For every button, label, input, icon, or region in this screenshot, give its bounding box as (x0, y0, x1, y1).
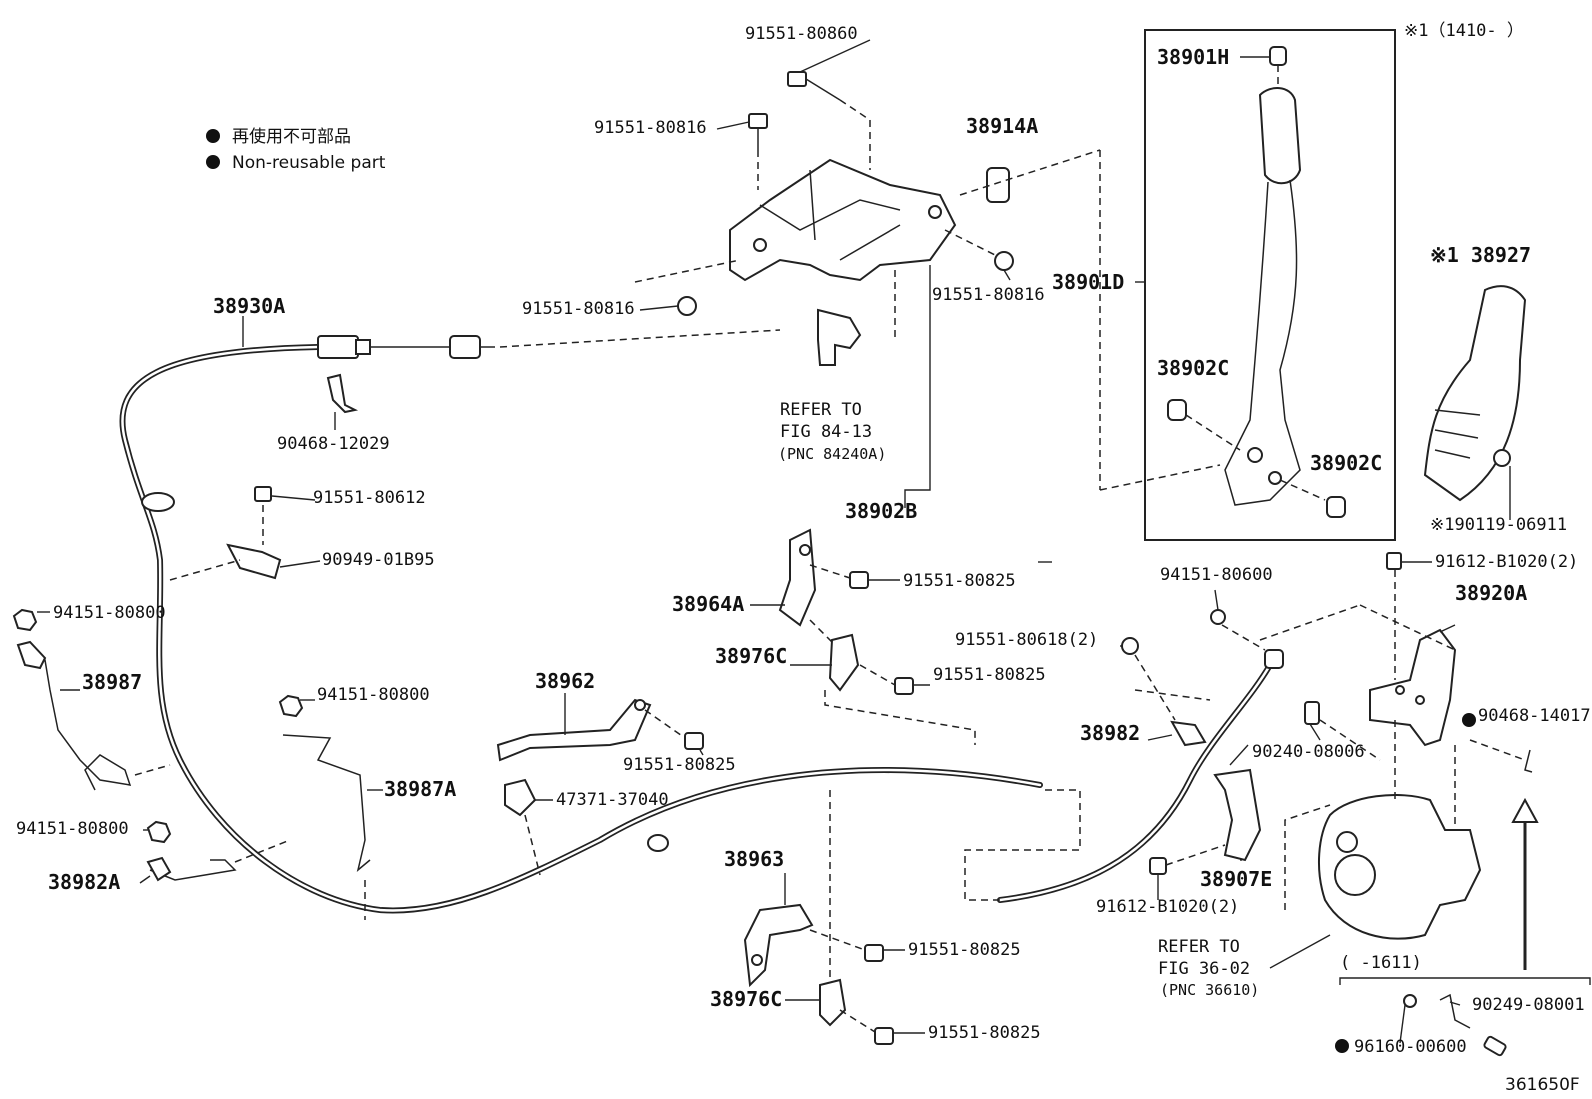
label-96160-00600: 96160-00600 (1354, 1037, 1467, 1057)
label-38920A: 38920A (1455, 581, 1527, 605)
label-91551-80860: 91551-80860 (745, 24, 858, 44)
label-38987A: 38987A (384, 777, 456, 801)
label-91551-80825-b: 91551-80825 (933, 665, 1046, 685)
label-90240-08006: 90240-08006 (1252, 742, 1365, 762)
ref-fig-84-line3: (PNC 84240A) (778, 445, 886, 463)
label-94151-80600: 94151-80600 (1160, 565, 1273, 585)
label-91551-80816-right: 91551-80816 (932, 285, 1045, 305)
label-91551-80816-left: 91551-80816 (522, 299, 635, 319)
legend-english: Non-reusable part (232, 153, 386, 173)
label-38901D: 38901D (1052, 270, 1124, 294)
label-90949-01B95: 90949-01B95 (322, 550, 435, 570)
label-38976C-b: 38976C (710, 987, 782, 1011)
label-38982A: 38982A (48, 870, 120, 894)
non-reusable-marker-icon (1335, 1039, 1349, 1053)
non-reusable-marker-icon (1462, 713, 1476, 727)
applicability-note: ※1（1410- ） (1404, 21, 1524, 41)
label-91612-B1020-bottom: 91612-B1020(2) (1096, 897, 1239, 917)
label-38907E: 38907E (1200, 867, 1272, 891)
legend: 再使用不可部品 Non-reusable part (206, 126, 386, 173)
upper-bracket-assembly (499, 71, 1221, 508)
label-38927: ※1 38927 (1430, 243, 1531, 267)
part-labels: 91551-80860 91551-80816 38914A 38901H 91… (16, 24, 1591, 1057)
label-91612-B1020-top: 91612-B1020(2) (1435, 552, 1578, 572)
ref-fig-84-line1: REFER TO (780, 400, 862, 420)
reference-notes: REFER TO FIG 84-13 (PNC 84240A) REFER TO… (778, 400, 1259, 999)
label-90249-08001: 90249-08001 (1472, 995, 1585, 1015)
label-90468-14017: 90468-14017 (1478, 706, 1591, 726)
legend-japanese: 再使用不可部品 (232, 126, 351, 147)
label-38962: 38962 (535, 669, 595, 693)
label-38914A: 38914A (966, 114, 1038, 138)
label-91551-80825-e: 91551-80825 (928, 1023, 1041, 1043)
label-94151-80800-c: 94151-80800 (16, 819, 129, 839)
label-38902B: 38902B (845, 499, 917, 523)
lever-assembly-box (1135, 29, 1396, 541)
label-38964A: 38964A (672, 592, 744, 616)
label-91551-80612: 91551-80612 (313, 488, 426, 508)
label-38982: 38982 (1080, 721, 1140, 745)
label-91551-80825-a: 91551-80825 (903, 571, 1016, 591)
leader-lines (37, 39, 1461, 1044)
label-190119-06911: ※190119-06911 (1430, 515, 1567, 535)
figure-code: 361650F (1505, 1075, 1580, 1095)
label-91551-80825-d: 91551-80825 (908, 940, 1021, 960)
ref-fig-36-line2: FIG 36-02 (1158, 959, 1250, 979)
label-38987: 38987 (82, 670, 142, 694)
left-rods (12, 486, 371, 920)
label-38902C-b: 38902C (1310, 451, 1382, 475)
label-38902C-a: 38902C (1157, 356, 1229, 380)
label-38976C-a: 38976C (715, 644, 787, 668)
non-reusable-marker-icon (206, 129, 220, 143)
main-cable-38930A (119, 335, 1043, 914)
label-minus-1611: ( -1611) (1340, 953, 1422, 973)
ref-fig-84-line2: FIG 84-13 (780, 422, 872, 442)
label-47371-37040: 47371-37040 (556, 790, 669, 810)
ref-fig-36-line3: (PNC 36610) (1160, 981, 1259, 999)
non-reusable-marker-icon (206, 155, 220, 169)
center-brackets (496, 528, 976, 1045)
grip-cover-38927 (1423, 285, 1527, 520)
label-90468-12029: 90468-12029 (277, 434, 390, 454)
label-91551-80816-top: 91551-80816 (594, 118, 707, 138)
right-actuator (964, 552, 1591, 1057)
label-38901H: 38901H (1157, 45, 1229, 69)
label-38963: 38963 (724, 847, 784, 871)
label-94151-80800-a: 94151-80800 (53, 603, 166, 623)
ref-fig-36-line1: REFER TO (1158, 937, 1240, 957)
label-38930A: 38930A (213, 294, 285, 318)
label-91551-80618: 91551-80618(2) (955, 630, 1098, 650)
label-94151-80800-b: 94151-80800 (317, 685, 430, 705)
label-91551-80825-c: 91551-80825 (623, 755, 736, 775)
